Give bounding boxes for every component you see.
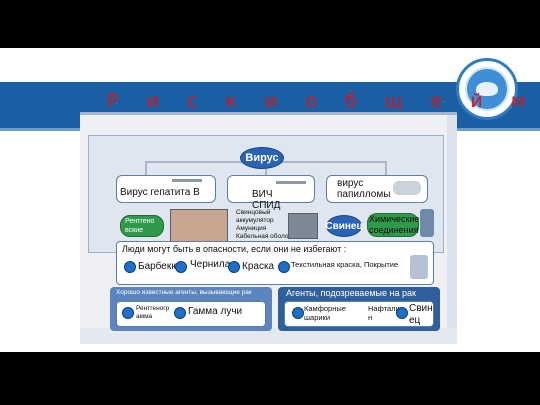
ink-label: Чернила	[190, 259, 231, 270]
syringe-icon	[172, 179, 202, 182]
paint-label: Краска	[242, 261, 275, 272]
textile-dot	[278, 261, 290, 273]
battery-image	[288, 213, 318, 239]
camphor-label-1: Камфорные	[304, 304, 346, 313]
people-risk-label: Люди могут быть в опасности, если они не…	[122, 244, 347, 254]
hand-icon	[393, 181, 421, 195]
slide-title: Р и с к и о б щ е й м у т а ц и и	[107, 90, 540, 112]
slide: Р и с к и о б щ е й м у т а ц и и Вирус …	[0, 48, 540, 352]
xray-label-1: Рентгено	[125, 218, 155, 225]
top-strip	[0, 48, 440, 78]
chemicals-label-2: соединения	[369, 225, 419, 235]
papilloma-label-2: папилломы	[337, 189, 391, 200]
barbecue-label: Барбекю	[138, 261, 179, 272]
lead-node: Свинец	[325, 215, 363, 237]
hepatitis-label: Вирус гепатита В	[120, 187, 200, 198]
naphtha-label-2: н	[368, 313, 373, 322]
lead-battery-label-2: аккумулятор	[236, 217, 274, 224]
lead2-label-2: ец	[409, 315, 421, 326]
lead2-label-1: Свин	[409, 303, 433, 314]
hiv-label-2: СПИД	[252, 200, 281, 211]
bottle-icon	[410, 255, 428, 279]
syringe-icon	[276, 181, 306, 184]
lead2-dot	[396, 307, 408, 319]
bottle-icon	[420, 209, 434, 237]
xray-machine-image	[170, 209, 228, 243]
ink-dot	[175, 261, 187, 273]
lead-battery-label-3: Амуниция	[236, 225, 267, 232]
naphtha-label-1: Нафтали	[368, 304, 400, 313]
lead-battery-label-1: Свинцовый	[236, 209, 271, 216]
textile-label: Текстильная краска, Покрытие	[291, 260, 399, 269]
xray2-label-1: Рентгеногр	[136, 305, 170, 312]
people-risk-box	[116, 241, 434, 285]
lead-battery-label-4: Кабельная оболочка	[236, 233, 299, 240]
gamma-dot	[174, 307, 186, 319]
xray-label-2: вские	[125, 227, 144, 234]
mutation-diagram: Вирус Вирус гепатита В ВИЧ СПИД вирус па…	[80, 112, 457, 344]
xray2-label-2: амма	[136, 313, 153, 320]
university-emblem-icon	[456, 58, 518, 120]
barbecue-dot	[124, 261, 136, 273]
suspected-agents-label: Агенты, подозреваемые на рак	[286, 288, 416, 298]
camphor-label-2: шарики	[304, 313, 331, 322]
known-agents-label: Хорошо известные агенты, вызывающие рак	[116, 289, 252, 296]
virus-node: Вирус	[240, 147, 284, 169]
chemicals-label-1: Химические	[369, 214, 420, 224]
paint-dot	[228, 261, 240, 273]
chemicals-node	[367, 213, 419, 237]
hiv-label-1: ВИЧ	[252, 189, 273, 200]
camphor-dot	[292, 307, 304, 319]
gamma-label: Гамма лучи	[188, 306, 243, 317]
papilloma-label-1: вирус	[337, 178, 364, 189]
xray2-dot	[122, 307, 134, 319]
hiv-box	[227, 175, 315, 203]
xray-node	[120, 215, 164, 237]
